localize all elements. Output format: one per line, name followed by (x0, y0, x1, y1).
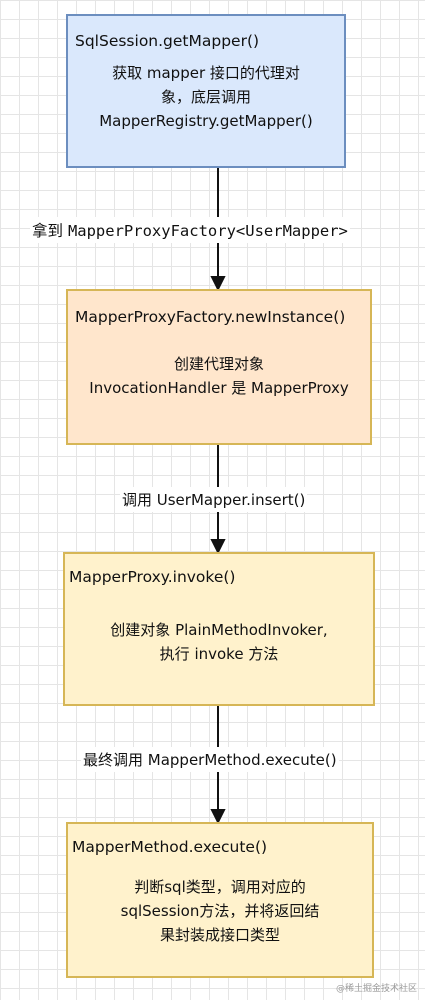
node-title: MapperMethod.execute() (72, 838, 268, 856)
node-description: 判断sql类型，调用对应的 sqlSession方法，并将返回结 果封装成接口类… (120, 878, 320, 944)
arrow-2-head (210, 539, 226, 555)
node-mapperproxy-invoke: MapperProxy.invoke() 创建对象 PlainMethodInv… (63, 552, 375, 706)
edge-label-get-factory: 拿到 MapperProxyFactory<UserMapper> (30, 217, 350, 243)
edge-label-call-execute: 最终调用 MapperMethod.execute() (81, 747, 339, 772)
edge-label-prefix: 拿到 (32, 222, 68, 240)
node-description: 获取 mapper 接口的代理对 象，底层调用 MapperRegistry.g… (99, 64, 313, 130)
node-title: MapperProxy.invoke() (69, 568, 236, 586)
edge-label-call-insert: 调用 UserMapper.insert() (120, 487, 308, 512)
node-title: MapperProxyFactory.newInstance() (75, 308, 346, 326)
arrow-3-head (210, 809, 226, 825)
node-title: SqlSession.getMapper() (75, 32, 260, 50)
arrow-1-head (210, 276, 226, 292)
node-mapperproxyfactory-newinstance: MapperProxyFactory.newInstance() 创建代理对象 … (66, 289, 372, 445)
node-description: 创建对象 PlainMethodInvoker, 执行 invoke 方法 (110, 621, 328, 663)
node-mappermethod-execute: MapperMethod.execute() 判断sql类型，调用对应的 sql… (66, 822, 374, 978)
watermark: @稀土掘金技术社区 (335, 984, 417, 994)
node-sqlsession-getmapper: SqlSession.getMapper() 获取 mapper 接口的代理对 … (66, 14, 346, 168)
edge-label-code: MapperProxyFactory<UserMapper> (67, 222, 348, 240)
node-description: 创建代理对象 InvocationHandler 是 MapperProxy (89, 355, 349, 397)
